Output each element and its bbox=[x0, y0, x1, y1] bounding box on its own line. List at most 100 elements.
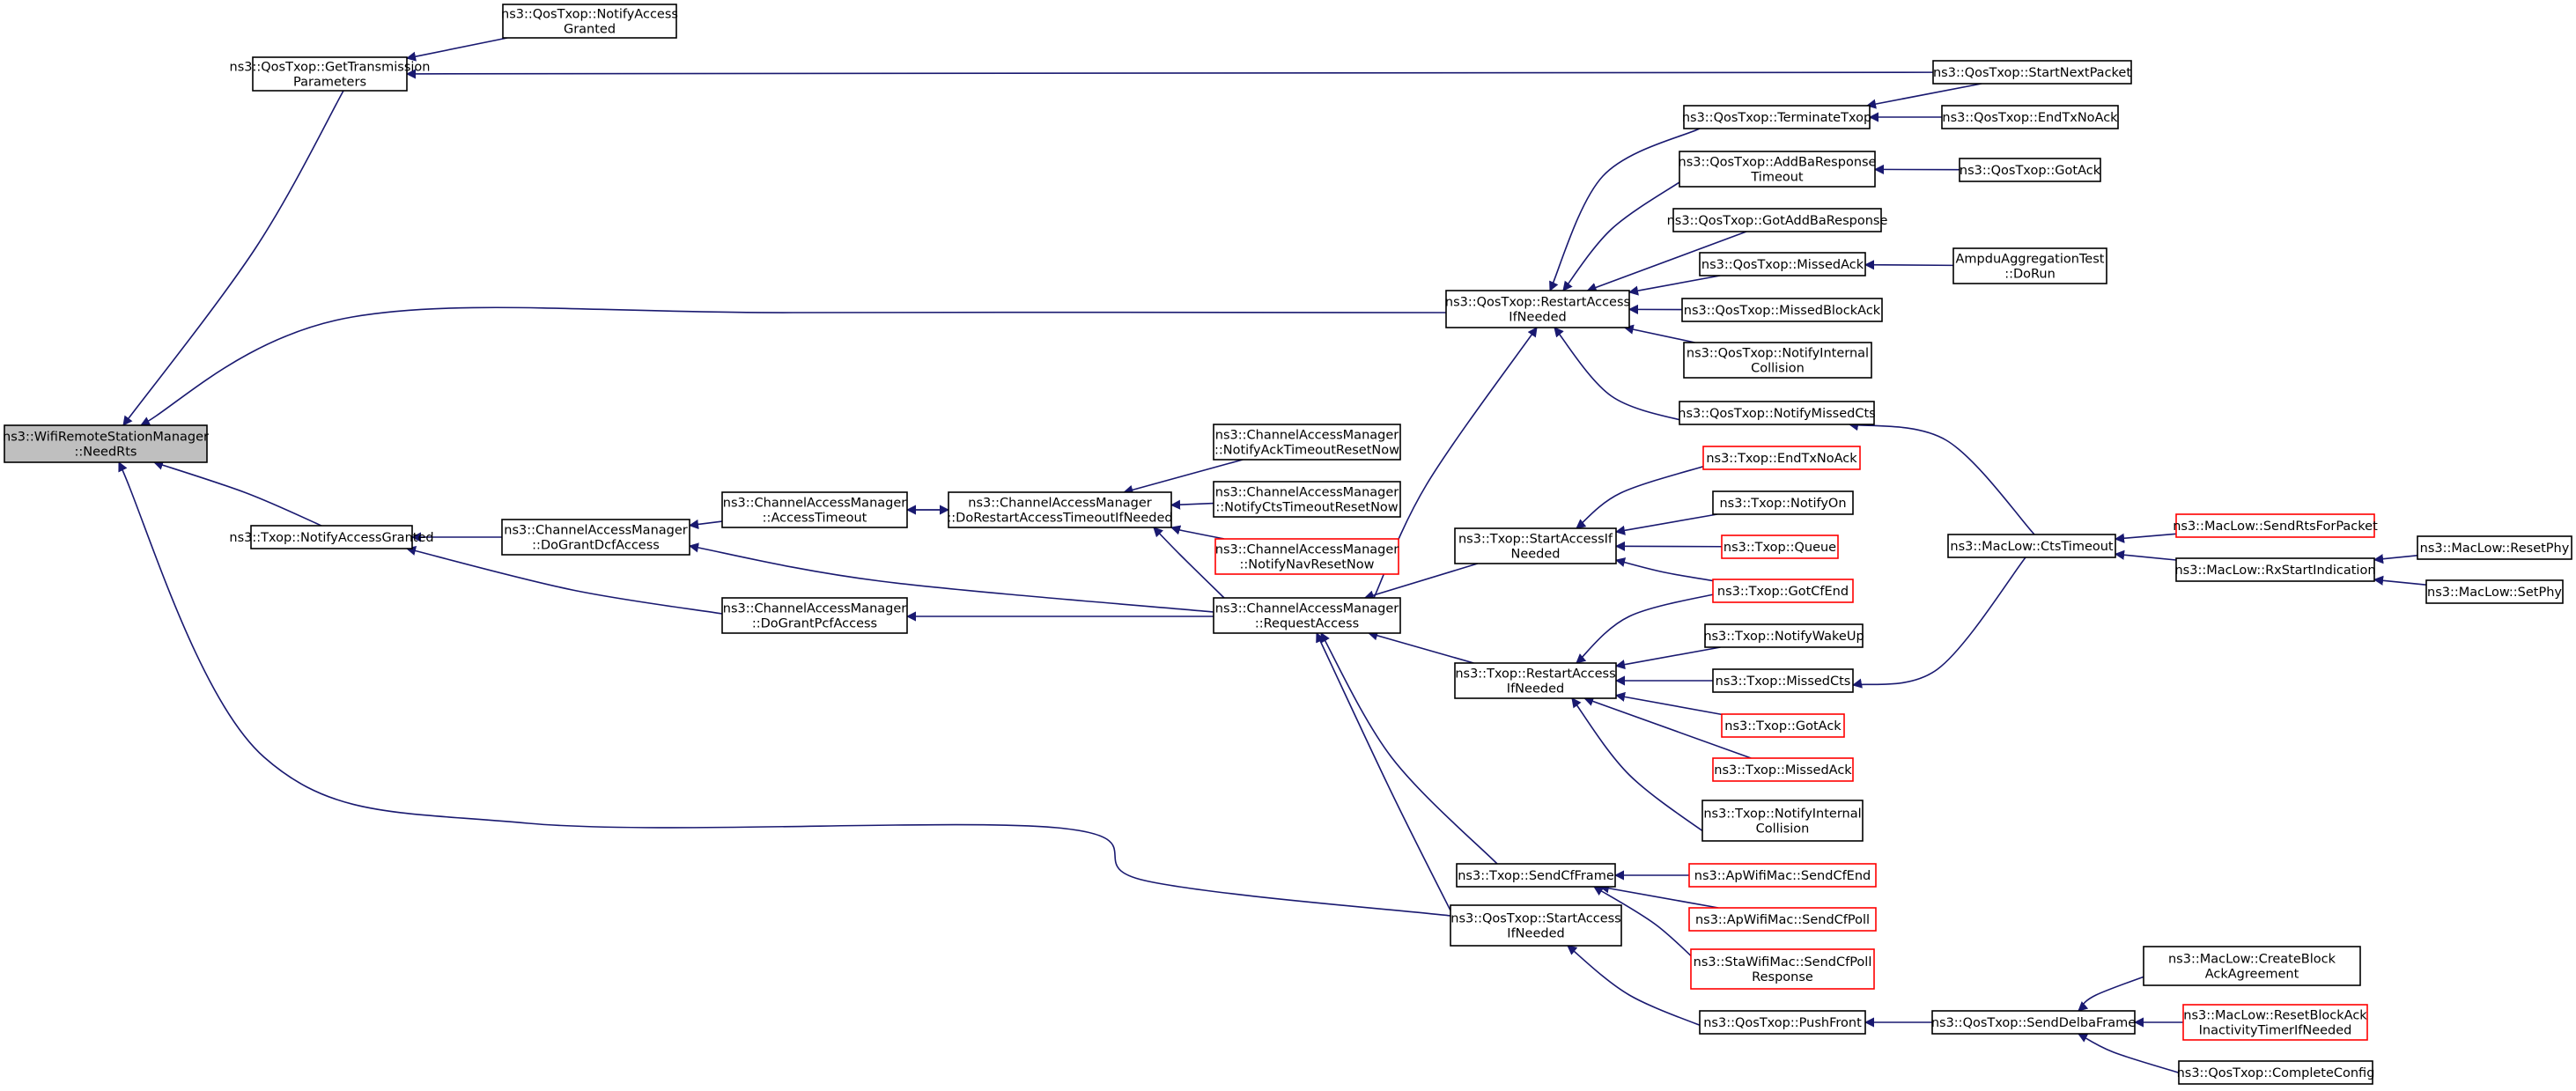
node-qmba[interactable]: ns3::QosTxop::MissedBlockAck bbox=[1681, 298, 1883, 322]
node-mrba[interactable]: ns3::MacLow::ResetBlockAckInactivityTime… bbox=[2182, 1004, 2368, 1041]
node-cnnr[interactable]: ns3::ChannelAccessManager::NotifyNavRese… bbox=[1214, 538, 1399, 575]
node-label-line: ns3::MacLow::RxStartIndication bbox=[2174, 564, 2375, 578]
node-aat[interactable]: AmpduAggregationTest::DoRun bbox=[1952, 247, 2107, 284]
node-qcc[interactable]: ns3::QosTxop::CompleteConfig bbox=[2177, 1060, 2375, 1085]
node-qsdf[interactable]: ns3::QosTxop::SendDelbaFrame bbox=[1931, 1010, 2136, 1035]
node-mrsi[interactable]: ns3::MacLow::RxStartIndication bbox=[2174, 557, 2376, 582]
edge-qrai-to-root bbox=[140, 306, 1447, 426]
node-tgce[interactable]: ns3::Txop::GotCfEnd bbox=[1712, 579, 1854, 603]
node-label-line: ::NotifyAckTimeoutResetNow bbox=[1214, 444, 1399, 458]
edge-cdgp-to-tnag bbox=[405, 546, 723, 615]
node-box bbox=[1712, 757, 1854, 782]
node-label-line: ns3::ApWifiMac::SendCfEnd bbox=[1694, 869, 1871, 883]
node-cra[interactable]: ns3::ChannelAccessManager::RequestAccess bbox=[1213, 597, 1401, 634]
node-cdrat[interactable]: ns3::ChannelAccessManager::DoRestartAcce… bbox=[947, 491, 1173, 528]
node-msp[interactable]: ns3::MacLow::SetPhy bbox=[2425, 579, 2564, 604]
node-tetna[interactable]: ns3::Txop::EndTxNoAck bbox=[1702, 446, 1861, 470]
node-qnmc[interactable]: ns3::QosTxop::NotifyMissedCts bbox=[1678, 401, 1876, 425]
node-label-line: ns3::QosTxop::GetTransmission bbox=[230, 61, 431, 75]
node-label-line: ns3::QosTxop::StartAccess bbox=[1450, 912, 1620, 926]
node-label-line: ns3::Txop::RestartAccess bbox=[1455, 667, 1615, 682]
node-box bbox=[2417, 535, 2572, 560]
node-box bbox=[252, 56, 408, 92]
node-tma[interactable]: ns3::Txop::MissedAck bbox=[1712, 757, 1854, 782]
node-label-line: ::DoGrantPcfAccess bbox=[752, 617, 877, 631]
node-tno[interactable]: ns3::Txop::NotifyOn bbox=[1712, 490, 1854, 515]
edge-tma-to-trai bbox=[1583, 697, 1752, 759]
node-tscf[interactable]: ns3::Txop::SendCfFrame bbox=[1456, 863, 1616, 888]
edge-cnnr-to-cdrat bbox=[1170, 525, 1225, 540]
node-label-line: ns3::QosTxop::PushFront bbox=[1703, 1016, 1862, 1030]
node-apsce[interactable]: ns3::ApWifiMac::SendCfEnd bbox=[1688, 863, 1877, 888]
node-cnat[interactable]: ns3::ChannelAccessManager::NotifyAckTime… bbox=[1213, 424, 1401, 461]
node-tnag[interactable]: ns3::Txop::NotifyAccessGranted bbox=[229, 525, 434, 549]
edge-qpf-to-qsai bbox=[1567, 945, 1714, 1031]
node-label-line: ::AccessTimeout bbox=[763, 512, 867, 526]
node-tmc[interactable]: ns3::Txop::MissedCts bbox=[1712, 668, 1854, 693]
node-qnag[interactable]: ns3::QosTxop::NotifyAccessGranted bbox=[501, 4, 678, 39]
edge-tsai-to-cra bbox=[1363, 563, 1479, 601]
node-box bbox=[502, 4, 677, 39]
node-mct[interactable]: ns3::MacLow::CtsTimeout bbox=[1947, 534, 2116, 558]
node-qma[interactable]: ns3::QosTxop::MissedAck bbox=[1699, 252, 1866, 276]
node-qga[interactable]: ns3::QosTxop::GotAck bbox=[1959, 158, 2101, 182]
edge-qcc-to-qsdf bbox=[2078, 1033, 2185, 1075]
edge-qgabr-to-qrai bbox=[1586, 231, 1747, 292]
node-label-line: ns3::StaWifiMac::SendCfPoll bbox=[1694, 955, 1872, 969]
node-box bbox=[1450, 904, 1622, 947]
node-box bbox=[721, 597, 908, 634]
node-label-line: ::DoGrantDcfAccess bbox=[532, 539, 660, 553]
node-tga[interactable]: ns3::Txop::GotAck bbox=[1721, 713, 1845, 738]
node-root[interactable]: ns3::WifiRemoteStationManager::NeedRts bbox=[3, 424, 209, 463]
node-label-line: ns3::Txop::MissedCts bbox=[1716, 675, 1851, 689]
edge-mrsi-to-mct bbox=[2114, 549, 2177, 561]
node-label-line: ns3::QosTxop::NotifyInternal bbox=[1687, 347, 1869, 361]
node-label-line: ns3::ChannelAccessManager bbox=[1215, 543, 1399, 557]
node-qsnp[interactable]: ns3::QosTxop::StartNextPacket bbox=[1932, 60, 2132, 85]
node-tnwu[interactable]: ns3::Txop::NotifyWakeUp bbox=[1703, 623, 1864, 648]
node-cdgp[interactable]: ns3::ChannelAccessManager::DoGrantPcfAcc… bbox=[721, 597, 908, 634]
node-cnct[interactable]: ns3::ChannelAccessManager::NotifyCtsTime… bbox=[1213, 481, 1401, 518]
node-box bbox=[250, 525, 413, 549]
node-box bbox=[1672, 208, 1882, 232]
node-box bbox=[1941, 105, 2119, 129]
edge-msrp-to-mct bbox=[2114, 533, 2177, 543]
node-label-line: Timeout bbox=[1750, 171, 1804, 185]
node-box bbox=[2182, 1004, 2368, 1041]
node-cat[interactable]: ns3::ChannelAccessManager::AccessTimeout bbox=[721, 491, 908, 528]
edge-qnic-to-qrai bbox=[1623, 324, 1695, 343]
node-mrp[interactable]: ns3::MacLow::ResetPhy bbox=[2417, 535, 2572, 560]
node-apscp[interactable]: ns3::ApWifiMac::SendCfPoll bbox=[1688, 907, 1877, 932]
node-label-line: ns3::Txop::StartAccessIf bbox=[1458, 533, 1613, 547]
node-box bbox=[2175, 557, 2375, 582]
edges bbox=[118, 37, 2427, 1075]
edge-tscf-to-cra bbox=[1320, 632, 1498, 865]
node-box bbox=[1712, 668, 1854, 693]
node-label-line: ns3::QosTxop::GotAddBaResponse bbox=[1667, 214, 1888, 228]
node-box bbox=[1702, 446, 1861, 470]
edge-qabrt-to-qrai bbox=[1562, 180, 1683, 291]
node-msrp[interactable]: ns3::MacLow::SendRtsForPacket bbox=[2173, 513, 2378, 538]
node-qtt[interactable]: ns3::QosTxop::TerminateTxop bbox=[1682, 105, 1871, 129]
node-tq[interactable]: ns3::Txop::Queue bbox=[1721, 534, 1839, 559]
node-qetna[interactable]: ns3::QosTxop::EndTxNoAck bbox=[1941, 105, 2119, 129]
node-label-line: ns3::QosTxop::GotAck bbox=[1960, 164, 2101, 178]
node-box bbox=[1681, 298, 1883, 322]
node-label-line: Collision bbox=[1751, 362, 1805, 376]
node-box bbox=[1721, 534, 1839, 559]
node-qpf[interactable]: ns3::QosTxop::PushFront bbox=[1699, 1010, 1866, 1035]
node-qgabr[interactable]: ns3::QosTxop::GotAddBaResponse bbox=[1667, 208, 1888, 232]
node-label-line: ns3::QosTxop::MissedAck bbox=[1701, 258, 1864, 272]
edge-cra-to-cdgd bbox=[688, 542, 1214, 613]
node-cdgd[interactable]: ns3::ChannelAccessManager::DoGrantDcfAcc… bbox=[501, 519, 690, 556]
